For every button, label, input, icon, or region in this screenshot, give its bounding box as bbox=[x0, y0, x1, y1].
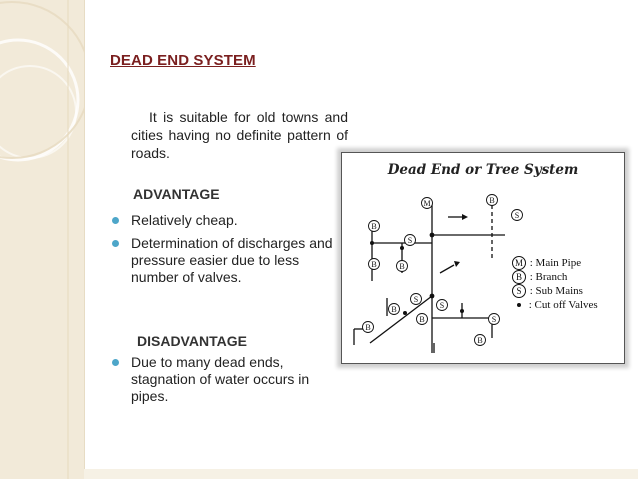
footer-strip bbox=[84, 469, 638, 479]
bullet-icon bbox=[112, 217, 119, 224]
legend-symbol: B bbox=[512, 270, 526, 285]
sub-label: S bbox=[414, 295, 418, 304]
decorative-circles bbox=[0, 0, 84, 479]
decorative-sidebar bbox=[0, 0, 84, 479]
advantage-heading: ADVANTAGE bbox=[133, 186, 220, 202]
legend-row: B : Branch bbox=[512, 270, 622, 285]
list-item-text: Due to many dead ends, stagnation of wat… bbox=[131, 354, 310, 404]
branch-label: B bbox=[365, 323, 370, 332]
advantage-list: Relatively cheap. Determination of disch… bbox=[109, 212, 349, 292]
branch-label: B bbox=[489, 196, 494, 205]
legend-row: M : Main Pipe bbox=[512, 256, 622, 271]
sub-label: S bbox=[408, 236, 412, 245]
slide-title: DEAD END SYSTEM bbox=[110, 52, 256, 69]
list-item: Determination of discharges and pressure… bbox=[109, 235, 349, 286]
legend-row: : Cut off Valves bbox=[512, 298, 622, 312]
legend-symbol: S bbox=[512, 284, 526, 299]
legend-text: : Main Pipe bbox=[529, 257, 582, 269]
legend-row: S : Sub Mains bbox=[512, 284, 622, 299]
list-item-text: Relatively cheap. bbox=[131, 212, 238, 228]
branch-label: B bbox=[419, 315, 424, 324]
list-item: Due to many dead ends, stagnation of wat… bbox=[109, 354, 349, 405]
tree-system-diagram: Dead End or Tree System bbox=[341, 152, 625, 364]
branch-label: B bbox=[371, 260, 376, 269]
diagram-title: Dead End or Tree System bbox=[387, 162, 579, 178]
sub-label: S bbox=[492, 315, 496, 324]
main-label: M bbox=[423, 199, 430, 208]
legend-text: : Cut off Valves bbox=[528, 299, 598, 311]
legend-text: : Sub Mains bbox=[529, 285, 583, 297]
diagram-legend: M : Main Pipe B : Branch S : Sub Mains :… bbox=[512, 256, 622, 312]
branch-label: B bbox=[371, 222, 376, 231]
list-item: Relatively cheap. bbox=[109, 212, 349, 229]
disadvantage-list: Due to many dead ends, stagnation of wat… bbox=[109, 354, 349, 411]
branch-label: B bbox=[477, 336, 482, 345]
valve-dot-icon bbox=[517, 303, 521, 308]
branch-label: B bbox=[391, 305, 396, 314]
disadvantage-heading: DISADVANTAGE bbox=[137, 333, 247, 349]
branch-label: B bbox=[399, 262, 404, 271]
intro-paragraph: It is suitable for old towns and cities … bbox=[131, 109, 348, 161]
sub-label: S bbox=[515, 211, 519, 220]
legend-text: : Branch bbox=[529, 271, 568, 283]
sub-label: S bbox=[440, 301, 444, 310]
bullet-icon bbox=[112, 240, 119, 247]
pipe-network: M B S B S B B S B S B B S B bbox=[353, 194, 523, 353]
bullet-icon bbox=[112, 359, 119, 366]
sidebar-divider bbox=[84, 0, 85, 479]
list-item-text: Determination of discharges and pressure… bbox=[131, 235, 333, 285]
legend-symbol: M bbox=[512, 256, 526, 271]
